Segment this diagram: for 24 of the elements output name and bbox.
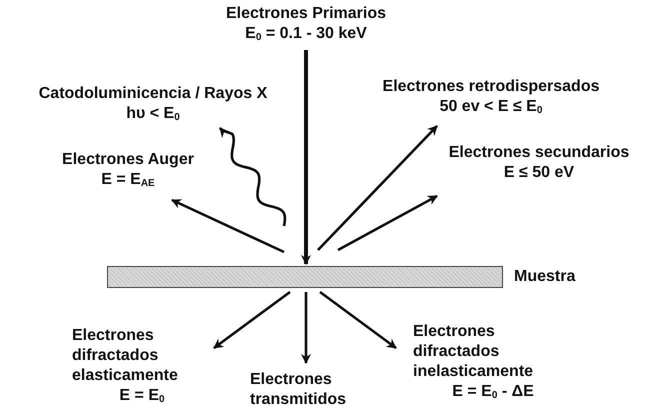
arrow [337, 194, 438, 252]
emission-label: Electrones Auger [61, 150, 195, 170]
energy-label: hυ < E$_{0}$ [125, 104, 181, 124]
arrow [171, 198, 285, 254]
arrow [319, 290, 397, 350]
emission-label: Catodoluminicencia / Rayos X [38, 84, 268, 104]
energy-label: E = E$_{0}$ [118, 386, 166, 406]
energy-label: 50 ev < E ≤ E$_{0}$ [438, 97, 544, 117]
emission-label: Electrones difractados inelasticamente [413, 322, 534, 382]
emission-label: Electrones secundarios [448, 143, 630, 163]
arrow [317, 125, 438, 251]
arrow [213, 290, 291, 350]
emission-label: Electrones retrodispersados [382, 77, 600, 97]
wavy-arrow [219, 127, 286, 226]
arrow [301, 292, 311, 364]
energy-label: E ≤ 50 eV [502, 163, 576, 183]
beam-label: Electrones Primarios [224, 4, 388, 24]
energy-label: E = E$_{AE}$ [100, 170, 156, 190]
emission-label: Electrones difractados elasticamente [72, 326, 179, 386]
energy-label: E$_{0}$ = 0.1 - 30 keV [244, 24, 368, 44]
arrow [301, 50, 311, 265]
energy-label: E = E$_{0}$ - ΔE [451, 382, 535, 402]
emission-label: Electrones transmitidos [250, 370, 348, 410]
sample-label: Muestra [514, 267, 576, 287]
